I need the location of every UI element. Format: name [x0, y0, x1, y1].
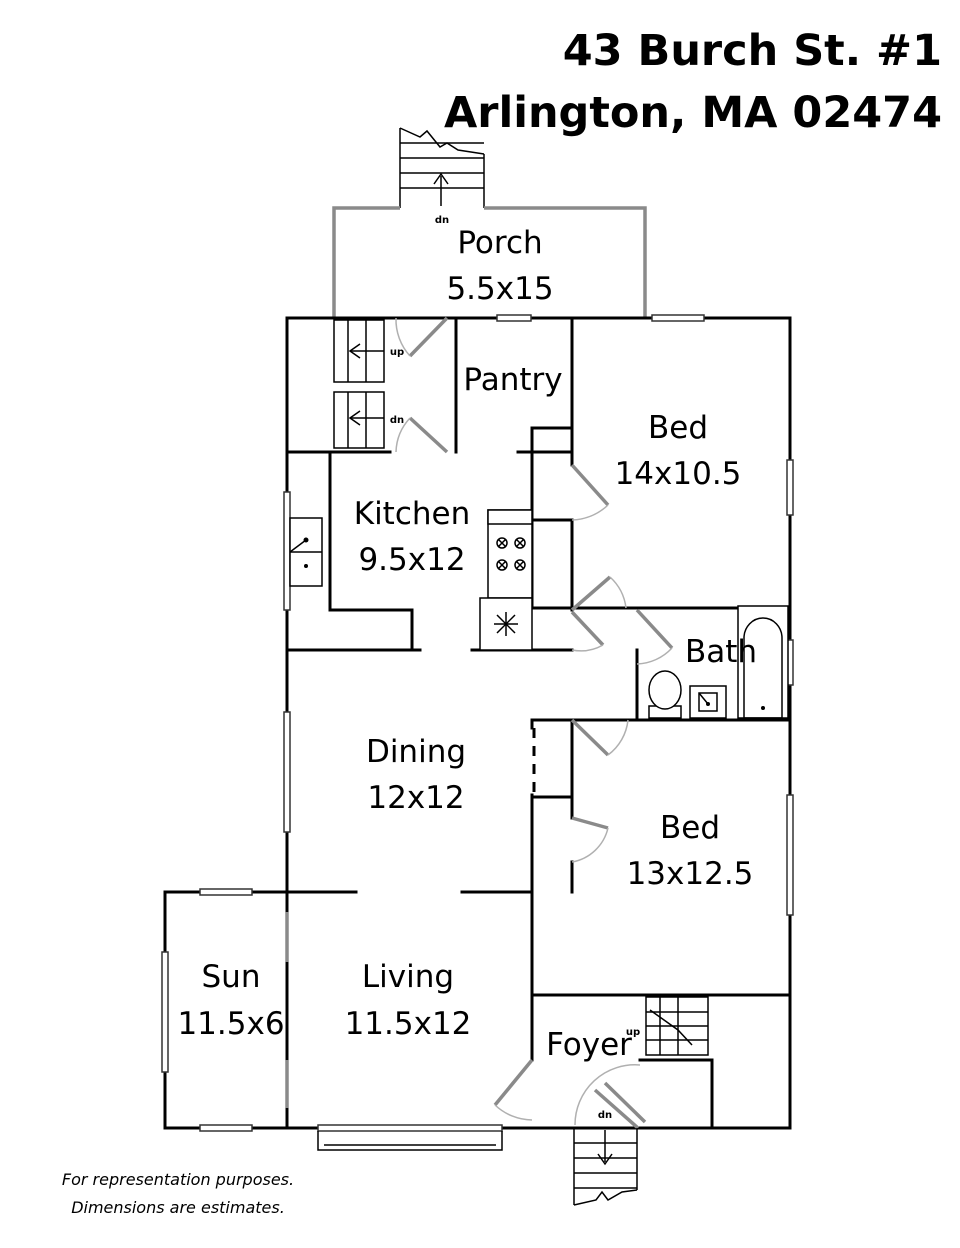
front-stairs: dn	[573, 1110, 638, 1206]
kitchen-dims: 9.5x12	[358, 542, 465, 578]
bath-name: Bath	[685, 634, 757, 670]
bath-fixtures	[648, 605, 789, 719]
bed1-name: Bed	[648, 410, 708, 446]
foyer-stairs: up	[626, 996, 709, 1056]
rear-stairs-dn-label: dn	[390, 415, 404, 426]
doors	[395, 316, 674, 1130]
porch-stairs-dn-label: dn	[435, 215, 449, 226]
living-name: Living	[362, 959, 454, 995]
sun-name: Sun	[202, 959, 261, 995]
disclaimer-line-1: For representation purposes.	[61, 1170, 295, 1189]
living-dims: 11.5x12	[345, 1006, 472, 1042]
address-line-1: 43 Burch St. #1	[562, 26, 942, 76]
stove-burners	[496, 537, 526, 571]
fridge-snowflake-icon	[494, 612, 518, 636]
address-line-2: Arlington, MA 02474	[443, 88, 942, 138]
kitchen-name: Kitchen	[354, 496, 471, 532]
porch-walls	[332, 206, 647, 318]
foyer-name: Foyer	[546, 1027, 632, 1063]
foyer-stairs-up-label: up	[626, 1027, 640, 1038]
bed1-dims: 14x10.5	[615, 456, 742, 492]
pantry-name: Pantry	[463, 362, 562, 398]
disclaimer-line-2: Dimensions are estimates.	[71, 1198, 285, 1217]
room-labels: Porch 5.5x15 Pantry Bed 14x10.5 Kitchen …	[177, 225, 757, 1063]
windows	[161, 314, 794, 1151]
bed2-name: Bed	[660, 810, 720, 846]
rear-stairs: up dn	[333, 319, 404, 449]
dining-name: Dining	[366, 734, 466, 770]
kitchen-fixtures	[289, 509, 533, 651]
bed2-dims: 13x12.5	[627, 856, 754, 892]
porch-name: Porch	[457, 225, 542, 261]
porch-dims: 5.5x15	[446, 271, 553, 307]
rear-stairs-up-label: up	[390, 347, 404, 358]
sun-dims: 11.5x6	[177, 1006, 284, 1042]
front-stairs-dn-label: dn	[598, 1110, 612, 1121]
porch-stairs: dn	[399, 127, 485, 226]
dining-dims: 12x12	[367, 780, 464, 816]
